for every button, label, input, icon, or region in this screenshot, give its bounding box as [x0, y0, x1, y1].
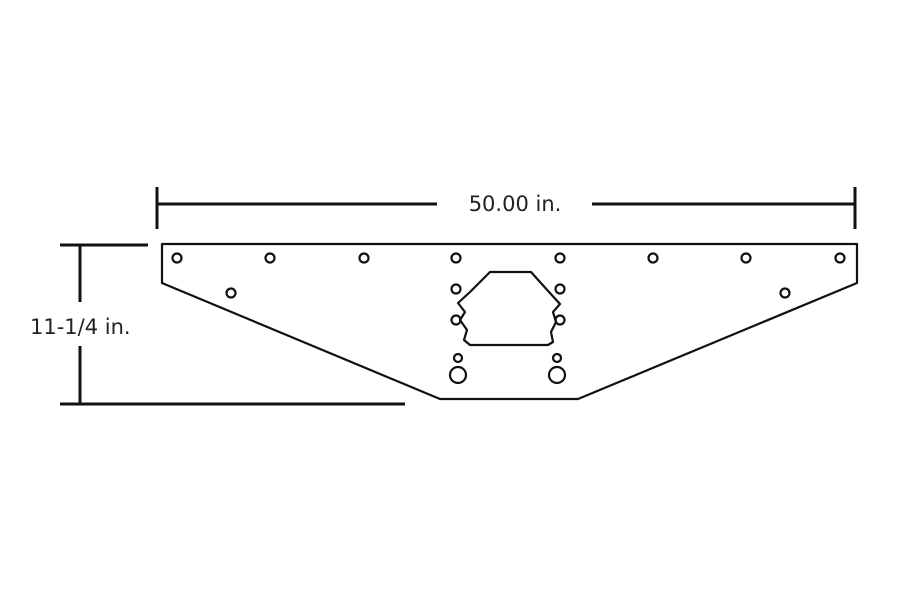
- hole: [554, 252, 566, 264]
- width-dimension: 50.00 in.: [155, 187, 857, 229]
- width-label: 50.00 in.: [469, 192, 562, 216]
- hole: [554, 314, 566, 326]
- mounting-holes: [171, 252, 846, 385]
- hole: [647, 252, 659, 264]
- hole: [554, 283, 566, 295]
- height-dimension: 11-1/4 in.: [30, 243, 405, 406]
- plate: [160, 242, 859, 401]
- hole: [264, 252, 276, 264]
- hole: [448, 365, 468, 385]
- hole: [450, 252, 462, 264]
- hole: [452, 352, 464, 364]
- center-cutout: [456, 270, 562, 347]
- hole: [171, 252, 183, 264]
- hole: [358, 252, 370, 264]
- hole: [450, 314, 462, 326]
- height-label: 11-1/4 in.: [30, 315, 131, 339]
- hole: [551, 352, 563, 364]
- plate-outline: [160, 242, 859, 401]
- hole: [547, 365, 567, 385]
- hole: [225, 287, 237, 299]
- hole: [834, 252, 846, 264]
- hole: [450, 283, 462, 295]
- hole: [740, 252, 752, 264]
- hole: [779, 287, 791, 299]
